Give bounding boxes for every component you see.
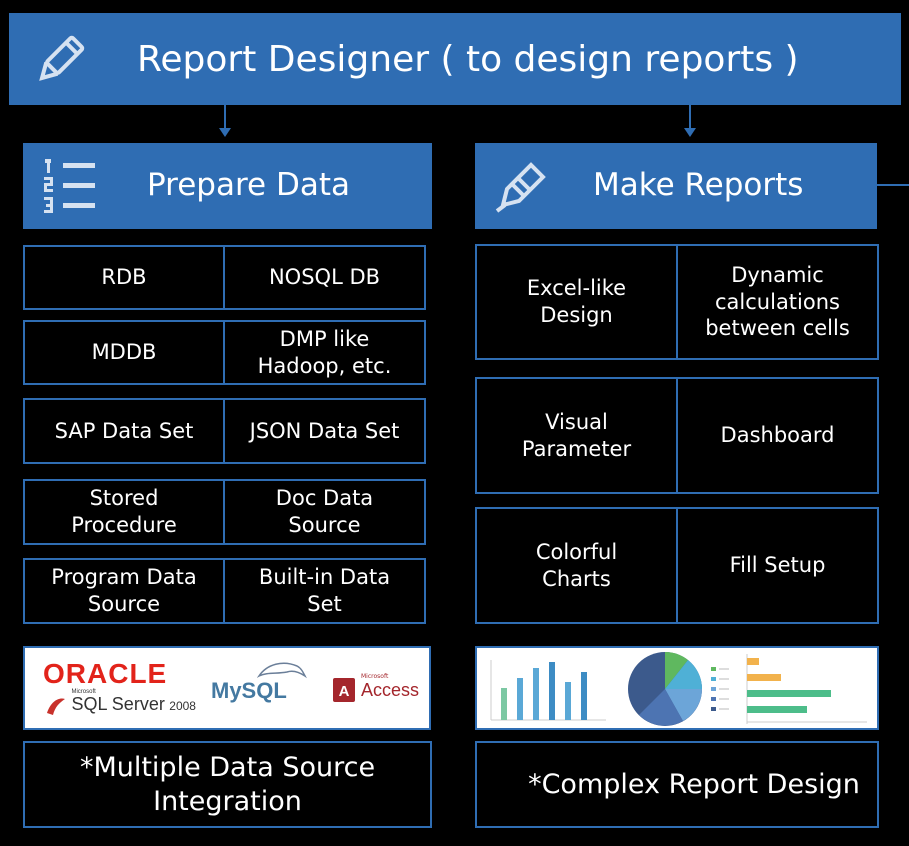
sqlserver-text: SQL Server <box>71 694 165 714</box>
cell-colorful-charts: Colorful Charts <box>475 507 678 624</box>
sqlserver-year: 2008 <box>169 699 196 713</box>
cell-doc-data-source: Doc Data Source <box>223 479 426 545</box>
sqlserver-logo: Microsoft SQL Server 2008 <box>45 689 196 717</box>
right-footer: *Complex Report Design <box>475 741 879 828</box>
access-small-text: Microsoft <box>361 672 389 680</box>
pen-icon <box>491 155 553 217</box>
cell-visual-parameter: Visual Parameter <box>475 377 678 494</box>
arrow-line-right <box>689 92 691 130</box>
access-icon: A <box>333 678 355 702</box>
cell-built-in-data-set: Built-in Data Set <box>223 558 426 624</box>
page-title: Report Designer ( to design reports ) <box>137 39 799 80</box>
sqlserver-small-text: Microsoft <box>71 689 96 695</box>
cell-dynamic-calculations: Dynamic calculations between cells <box>676 244 879 360</box>
connector-line <box>877 184 909 186</box>
svg-text:A: A <box>339 683 350 700</box>
horizontal-bar-thumbnail <box>746 654 867 724</box>
cell-mddb: MDDB <box>23 320 225 385</box>
access-text: Access <box>361 679 420 700</box>
left-footer: *Multiple Data Source Integration <box>23 741 432 828</box>
cell-fill-setup: Fill Setup <box>676 507 879 624</box>
cell-dashboard: Dashboard <box>676 377 879 494</box>
mysql-text: MySQL <box>211 678 287 703</box>
mysql-dolphin-icon <box>257 662 307 679</box>
make-reports-title: Make Reports <box>593 167 804 203</box>
pencil-icon <box>29 31 89 91</box>
bar-chart-thumbnail <box>490 660 606 721</box>
prepare-data-title: Prepare Data <box>147 167 350 203</box>
cell-json-data-set: JSON Data Set <box>223 398 426 464</box>
arrow-head-left <box>219 128 231 137</box>
mysql-logo: MySQL <box>211 662 307 704</box>
numbered-list-icon <box>41 157 99 215</box>
arrow-line-left <box>224 92 226 130</box>
arrow-head-right <box>684 128 696 137</box>
cell-stored-procedure: Stored Procedure <box>23 479 225 545</box>
make-reports-header: Make Reports <box>475 143 877 229</box>
cell-dmp: DMP like Hadoop, etc. <box>223 320 426 385</box>
cell-rdb: RDB <box>23 245 225 310</box>
cell-program-data-source: Program Data Source <box>23 558 225 624</box>
pie-chart-thumbnail <box>628 652 729 726</box>
database-logos-panel: ORACLE Microsoft SQL Server 2008 MySQL A… <box>23 646 431 730</box>
cell-sap-data-set: SAP Data Set <box>23 398 225 464</box>
oracle-logo: ORACLE <box>43 658 168 689</box>
sqlserver-logo-mark <box>45 695 67 717</box>
chart-thumbnails-panel <box>475 646 879 730</box>
access-logo: A Microsoft Access <box>331 672 420 704</box>
cell-nosql-db: NOSQL DB <box>223 245 426 310</box>
cell-excel-like-design: Excel-like Design <box>475 244 678 360</box>
prepare-data-header: Prepare Data <box>23 143 432 229</box>
title-banner: Report Designer ( to design reports ) <box>9 13 901 105</box>
